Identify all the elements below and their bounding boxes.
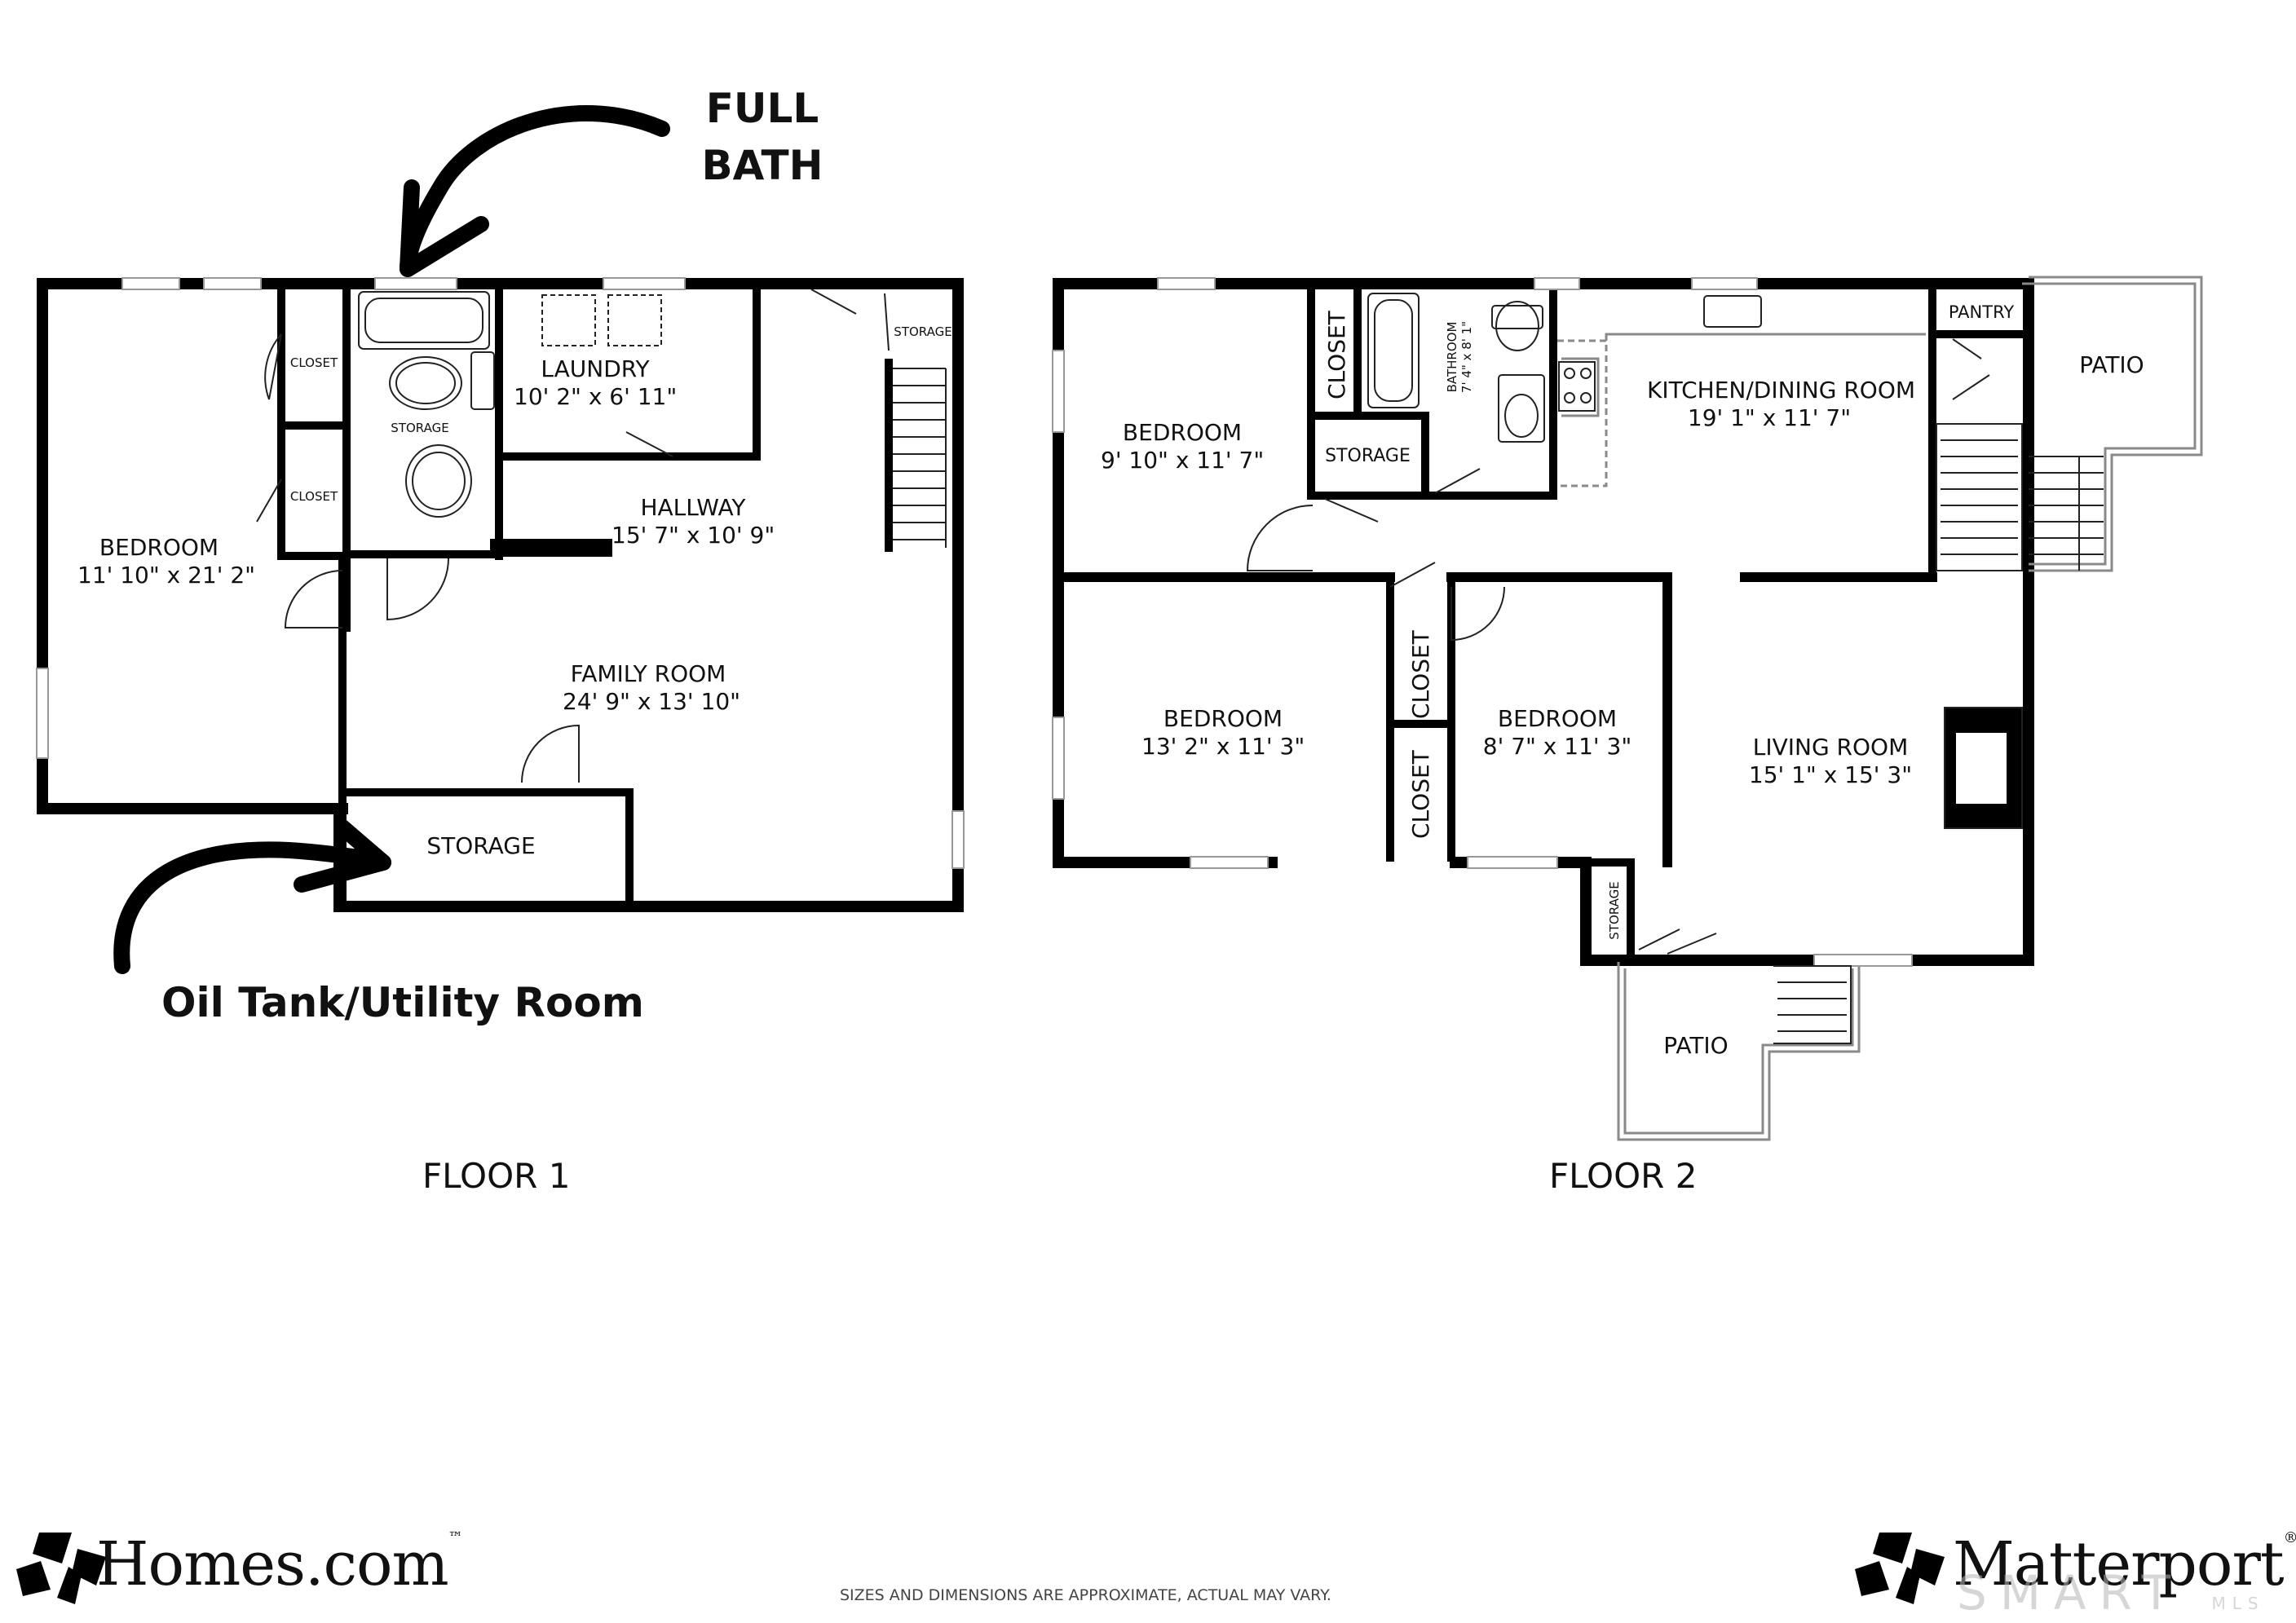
floor2-label: FLOOR 2	[1549, 1156, 1698, 1196]
f2-patio-east-label: PATIO	[2079, 351, 2144, 378]
f1-laundry-name: LAUNDRY	[541, 355, 650, 382]
f2-bedroom-sw-name: BEDROOM	[1163, 705, 1283, 732]
oil-tank-annotation: Oil Tank/Utility Room	[161, 979, 644, 1026]
f1-bath-storage-label: STORAGE	[391, 421, 449, 435]
f2-closet-mid-b-label: CLOSET	[1407, 750, 1434, 839]
watermark-mls: MLS	[2211, 1594, 2265, 1613]
f2-bedroom-mid-label: BEDROOM 8' 7" x 11' 3"	[1476, 705, 1639, 761]
f1-hallway-label: HALLWAY 15' 7" x 10' 9"	[612, 494, 775, 549]
f2-patio-south-label: PATIO	[1663, 1032, 1729, 1059]
floor1-walls	[37, 278, 964, 912]
disclaimer-text: SIZES AND DIMENSIONS ARE APPROXIMATE, AC…	[840, 1586, 1331, 1604]
f2-living-room-name: LIVING ROOM	[1752, 734, 1909, 761]
f2-bedroom-nw-name: BEDROOM	[1122, 419, 1243, 446]
f2-bedroom-sw-dims: 13' 2" x 11' 3"	[1141, 733, 1305, 760]
full-bath-line2: BATH	[701, 142, 823, 189]
matterport-logo-mark	[1855, 1533, 1945, 1604]
full-bath-annotation: FULL BATH	[697, 80, 828, 194]
f2-pantry-label: PANTRY	[1948, 302, 2015, 322]
f2-bedroom-nw-dims: 9' 10" x 11' 7"	[1101, 447, 1265, 474]
f2-bathroom-label: BATHROOM 7' 4" x 8' 1"	[1445, 304, 1474, 410]
homes-logo-mark	[16, 1533, 106, 1604]
f2-kitchen-label: KITCHEN/DINING ROOM 19' 1" x 11' 7"	[1647, 377, 1916, 432]
f2-closet-mid-a-label: CLOSET	[1407, 630, 1434, 719]
matterport-brand-name: Matterport	[1953, 1529, 2285, 1599]
f2-bedroom-nw-label: BEDROOM 9' 10" x 11' 7"	[1101, 419, 1264, 474]
full-bath-line1: FULL	[705, 85, 819, 132]
f2-kitchen-dims: 19' 1" x 11' 7"	[1687, 404, 1852, 431]
homes-brand: Homes.com™	[96, 1529, 463, 1599]
matterport-brand: Matterport®	[1953, 1529, 2296, 1599]
f2-kitchen-name: KITCHEN/DINING ROOM	[1647, 377, 1916, 404]
smart-mls-watermark: SMART MLS	[1957, 1565, 2265, 1621]
floor1-label: FLOOR 1	[422, 1156, 571, 1196]
homes-brand-tm: ™	[448, 1529, 463, 1546]
f1-closet-a-label: CLOSET	[289, 355, 338, 370]
f2-closet-top-label: CLOSET	[1323, 311, 1350, 399]
f1-hallway-name: HALLWAY	[640, 494, 746, 521]
f1-family-room-label: FAMILY ROOM 24' 9" x 13' 10"	[563, 660, 741, 716]
f2-storage-small-label: STORAGE	[1607, 881, 1622, 940]
f2-living-room-label: LIVING ROOM 15' 1" x 15' 3"	[1741, 734, 1920, 789]
f1-bedroom-dims: 11' 10" x 21' 2"	[77, 562, 256, 589]
f2-bedroom-sw-label: BEDROOM 13' 2" x 11' 3"	[1141, 705, 1305, 761]
f1-storage-corner-label: STORAGE	[894, 324, 952, 339]
floor2-light-lines	[1557, 276, 2203, 1141]
watermark-smart: SMART	[1957, 1565, 2184, 1621]
f1-bedroom-name: BEDROOM	[99, 534, 219, 561]
f2-bedroom-mid-name: BEDROOM	[1497, 705, 1618, 732]
f2-bathroom-name: BATHROOM	[1445, 321, 1459, 393]
f1-storage-utility-label: STORAGE	[426, 832, 536, 859]
floor1-windows	[36, 277, 965, 869]
floor1-fixtures	[256, 289, 947, 783]
f1-family-room-name: FAMILY ROOM	[570, 660, 726, 687]
f1-family-room-dims: 24' 9" x 13' 10"	[563, 688, 741, 715]
matterport-brand-reg: ®	[2283, 1529, 2296, 1546]
f1-bedroom-label: BEDROOM 11' 10" x 21' 2"	[77, 534, 256, 589]
floor2-fixtures	[1246, 293, 2104, 1044]
f2-living-room-dims: 15' 1" x 15' 3"	[1748, 761, 1913, 788]
floor2-windows	[1052, 277, 1913, 967]
f2-bathroom-dims: 7' 4" x 8' 1"	[1459, 320, 1474, 394]
f1-laundry-dims: 10' 2" x 6' 11"	[514, 383, 678, 410]
annotation-arrows	[113, 105, 670, 974]
f2-storage-top-label: STORAGE	[1325, 446, 1411, 466]
f1-laundry-label: LAUNDRY 10' 2" x 6' 11"	[514, 355, 677, 411]
f2-bedroom-mid-dims: 8' 7" x 11' 3"	[1482, 733, 1632, 760]
f1-hallway-dims: 15' 7" x 10' 9"	[612, 522, 775, 549]
homes-brand-name: Homes.com	[96, 1529, 449, 1599]
f1-closet-b-label: CLOSET	[289, 489, 338, 504]
